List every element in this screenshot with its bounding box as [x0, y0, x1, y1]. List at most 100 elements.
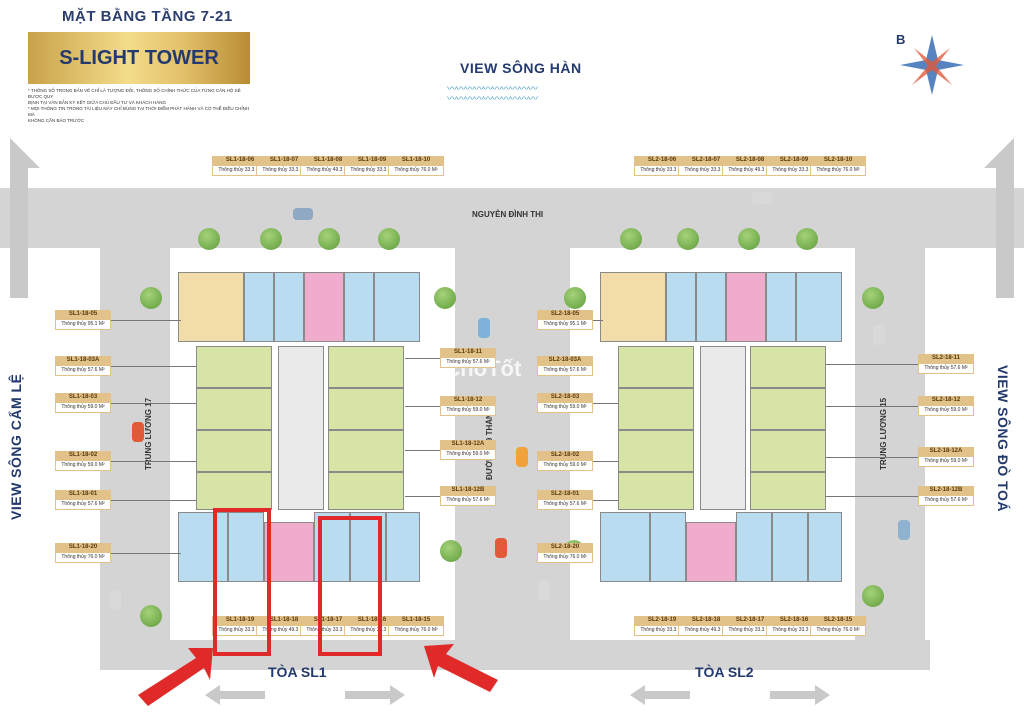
unit-sl2-01[interactable]	[618, 472, 694, 510]
unit-code: SL2-18-07	[678, 156, 734, 165]
unit-sl2-12a[interactable]	[750, 430, 826, 472]
disclaimer-line: * MỌI THÔNG TIN TRONG TÀI LIỆU NÀY CHỈ Đ…	[28, 106, 250, 117]
unit-code: SL2-18-09	[766, 156, 822, 165]
unit-code: SL2-18-03A	[537, 356, 593, 365]
road-arrow-left-icon	[10, 138, 40, 298]
unit-code: SL2-18-15	[810, 616, 866, 625]
unit-area: Thông thủy 59.0 M²	[918, 405, 974, 416]
unit-area: Thông thủy 57.6 M²	[537, 499, 593, 510]
unit-sl1-12[interactable]	[328, 388, 404, 430]
unit-sl2-10[interactable]	[796, 272, 842, 342]
unit-code: SL1-18-07	[256, 156, 312, 165]
unit-sl2-19[interactable]	[650, 512, 686, 582]
unit-code: SL1-18-08	[300, 156, 356, 165]
tree-icon	[862, 585, 884, 607]
leader-line	[405, 406, 440, 407]
leader-line	[111, 403, 196, 404]
unit-sl1-05[interactable]	[178, 272, 244, 342]
unit-area: Thông thủy 76.0 M²	[537, 552, 593, 563]
unit-sl2-17[interactable]	[736, 512, 772, 582]
leader-line	[593, 320, 603, 321]
unit-sl1-10[interactable]	[374, 272, 420, 342]
leader-line	[826, 457, 918, 458]
unit-sl1-02[interactable]	[196, 430, 272, 472]
unit-sl2-12[interactable]	[750, 388, 826, 430]
core-sl1	[278, 346, 324, 510]
unit-sl1-19[interactable]	[228, 512, 264, 582]
unit-code: SL2-18-05	[537, 310, 593, 319]
unit-sl1-03[interactable]	[196, 388, 272, 430]
unit-sl2-12b[interactable]	[750, 472, 826, 510]
leader-line	[405, 358, 440, 359]
unit-sl2-07[interactable]	[696, 272, 726, 342]
leader-line	[111, 366, 196, 367]
unit-sl1-06[interactable]	[244, 272, 274, 342]
unit-sl2-09[interactable]	[766, 272, 796, 342]
unit-sl1-12a[interactable]	[328, 430, 404, 472]
unit-sl2-06[interactable]	[666, 272, 696, 342]
unit-sl1-09[interactable]	[344, 272, 374, 342]
leader-line	[593, 500, 618, 501]
unit-code: SL2-18-10	[810, 156, 866, 165]
unit-code: SL2-18-16	[766, 616, 822, 625]
unit-code: SL2-18-20	[537, 543, 593, 552]
unit-sl1-07[interactable]	[274, 272, 304, 342]
unit-sl2-08[interactable]	[726, 272, 766, 342]
unit-sl1-01[interactable]	[196, 472, 272, 510]
leader-line	[593, 403, 618, 404]
unit-sl1-18[interactable]	[264, 522, 314, 582]
car-icon	[873, 325, 885, 345]
unit-code: SL1-18-03A	[55, 356, 111, 365]
unit-code: SL2-18-12A	[918, 447, 974, 456]
unit-sl2-03[interactable]	[618, 388, 694, 430]
disclaimer: * THÔNG SỐ TRONG BẢN VẼ CHỈ LÀ TƯỢNG ĐỐI…	[28, 88, 253, 124]
leader-line	[111, 461, 196, 462]
unit-code: SL1-18-16	[344, 616, 400, 625]
unit-sl1-08[interactable]	[304, 272, 344, 342]
unit-area: Thông thủy 57.6 M²	[918, 495, 974, 506]
unit-sl1-20[interactable]	[178, 512, 228, 582]
road-right	[855, 248, 925, 648]
unit-sl2-02[interactable]	[618, 430, 694, 472]
unit-sl2-16[interactable]	[772, 512, 808, 582]
unit-sl2-18[interactable]	[686, 522, 736, 582]
road-arrow-left-icon	[630, 685, 690, 705]
tower-sl2-label: TÒA SL2	[695, 664, 754, 680]
unit-code: SL1-18-06	[212, 156, 268, 165]
unit-area: Thông thủy 95.1 M²	[537, 319, 593, 330]
car-icon	[516, 447, 528, 467]
unit-sl2-03a[interactable]	[618, 346, 694, 388]
unit-sl1-11[interactable]	[328, 346, 404, 388]
unit-sl1-15[interactable]	[386, 512, 420, 582]
tree-icon	[140, 287, 162, 309]
car-icon	[109, 590, 121, 610]
tree-icon	[862, 287, 884, 309]
unit-sl1-03a[interactable]	[196, 346, 272, 388]
view-left-label: VIEW SÔNG CẨM LỆ	[8, 373, 24, 520]
unit-sl2-05[interactable]	[600, 272, 666, 342]
unit-code: SL1-18-12B	[440, 486, 496, 495]
unit-sl2-20[interactable]	[600, 512, 650, 582]
car-icon	[752, 192, 772, 204]
unit-area: Thông thủy 76.0 M²	[388, 625, 444, 636]
unit-sl2-15[interactable]	[808, 512, 842, 582]
unit-code: SL2-18-01	[537, 490, 593, 499]
unit-sl1-12b[interactable]	[328, 472, 404, 510]
page-title: MẶT BẰNG TẦNG 7-21	[62, 8, 233, 25]
unit-area: Thông thủy 57.6 M²	[918, 363, 974, 374]
road-arrow-right-icon	[770, 685, 830, 705]
unit-sl2-11[interactable]	[750, 346, 826, 388]
river-wave-icon: 〰〰〰〰〰〰〰〰〰〰	[447, 84, 538, 95]
